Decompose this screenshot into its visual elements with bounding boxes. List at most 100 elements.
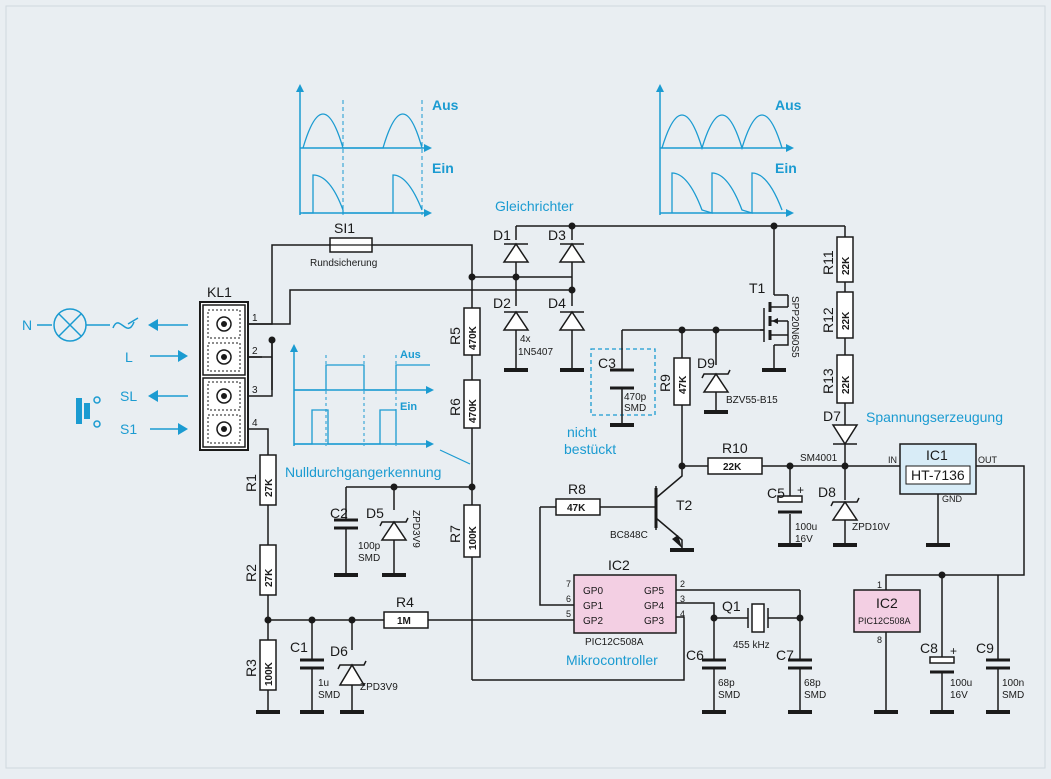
kl1-label: KL1 (207, 284, 232, 300)
d1-ref: D1 (493, 227, 511, 243)
wave-right-off-label: Aus (775, 97, 802, 113)
ic2b-pin-1: 1 (877, 580, 882, 590)
arrow-left-icon (148, 319, 158, 331)
ic1-regulator: IC1 HT-7136 IN OUT GND (888, 443, 998, 504)
si1-desc: Rundsicherung (310, 258, 377, 269)
c5-value2: 16V (795, 534, 813, 545)
kl1-pin-3: 3 (252, 385, 258, 396)
ic2-pin-gp4: GP4 (644, 601, 664, 612)
d7-ref: D7 (823, 408, 841, 424)
ic1-part: HT-7136 (911, 467, 965, 483)
terminal-screw-1 (207, 309, 241, 339)
c8-value2: 16V (950, 690, 968, 701)
d6-value: ZPD3V9 (360, 682, 398, 693)
r4-value: 1M (397, 616, 411, 627)
ic2b-part: PIC12C508A (858, 616, 911, 626)
t2-value: BC848C (610, 530, 648, 541)
ic2-pin-gp5: GP5 (644, 586, 664, 597)
resistor-r2: 27K R2 (243, 544, 277, 596)
kl1-pin-1: 1 (252, 313, 258, 324)
r1-ref: R1 (243, 474, 259, 492)
terminal-kl1: KL1 1 2 3 4 (199, 284, 258, 451)
resistor-r12: 22K R12 (820, 291, 854, 339)
d8-value: ZPD10V (852, 522, 890, 533)
ic2-pin-num-7: 7 (566, 579, 571, 589)
diode-d7: D7 SM4001 (800, 408, 859, 464)
ic2-part: PIC12C508A (585, 637, 644, 648)
q1-ref: Q1 (722, 598, 741, 614)
r9-ref: R9 (657, 374, 673, 392)
ic2-pin-num-5: 5 (566, 609, 571, 619)
resistor-r10: 22K R10 (707, 440, 763, 475)
c1-value2: SMD (318, 690, 340, 701)
r1-value: 27K (264, 478, 275, 497)
si1-ref: SI1 (334, 220, 355, 236)
not-fitted-label-1: nicht (567, 424, 597, 440)
ic2-pin-gp3: GP3 (644, 616, 664, 627)
label-n: N (22, 317, 32, 333)
capacitor-c2: C2 100p SMD (330, 505, 381, 564)
waveform-right: Aus Ein (656, 84, 802, 217)
diode-d1: D1 (493, 227, 530, 263)
ic2-supply-block: IC2 PIC12C508A 1 8 (853, 580, 921, 645)
section-rectifier-label: Gleichrichter (495, 198, 574, 214)
ic2-pin-num-3: 3 (680, 594, 685, 604)
c1-ref: C1 (290, 639, 308, 655)
c9-ref: C9 (976, 640, 994, 656)
resistor-r3: 100K R3 (243, 639, 277, 691)
zener-d6: D6 ZPD3V9 (330, 643, 398, 693)
lamp-icon (53, 308, 87, 342)
r10-ref: R10 (722, 440, 748, 456)
capacitor-c6: C6 68p SMD (686, 647, 740, 701)
label-s1: S1 (120, 421, 137, 437)
ic2b-pin-8: 8 (877, 635, 882, 645)
t2-ref: T2 (676, 497, 693, 513)
fuse-si1: SI1 Rundsicherung (310, 220, 377, 269)
resistor-r1: 27K R1 (243, 454, 277, 506)
arrow-right-icon (178, 350, 188, 362)
section-power-supply-label: Spannungserzeugung (866, 409, 1003, 425)
t1-ref: T1 (749, 280, 766, 296)
r13-value: 22K (841, 375, 852, 394)
r9-value: 47K (678, 375, 689, 394)
d2-ref: D2 (493, 295, 511, 311)
diode-d3: D3 (548, 227, 586, 263)
capacitor-c7: C7 68p SMD (776, 647, 826, 701)
r3-ref: R3 (243, 659, 259, 677)
capacitor-c5: + C5 100u 16V (767, 483, 817, 545)
diode-value-2: 1N5407 (518, 347, 553, 358)
svg-text:+: + (797, 483, 804, 497)
d5-ref: D5 (366, 505, 384, 521)
junction-dots (264, 222, 946, 624)
ic1-pin-in: IN (888, 455, 897, 465)
pushbutton-icon (76, 396, 101, 428)
capacitor-c3: C3 470p SMD (598, 355, 647, 414)
kl1-pin-2: 2 (252, 346, 258, 357)
r8-value: 47K (567, 503, 586, 514)
ic2b-ref: IC2 (876, 595, 898, 611)
d6-ref: D6 (330, 643, 348, 659)
c3-ref: C3 (598, 355, 616, 371)
c6-value1: 68p (718, 678, 735, 689)
c6-ref: C6 (686, 647, 704, 663)
zener-d5: D5 ZPD3V9 (366, 505, 421, 548)
ic1-ref: IC1 (926, 447, 948, 463)
r7-ref: R7 (447, 525, 463, 543)
r6-ref: R6 (447, 398, 463, 416)
ic1-pin-gnd: GND (942, 494, 963, 504)
r3-value: 100K (264, 661, 275, 686)
ic2-pin-num-4: 4 (680, 609, 685, 619)
r8-ref: R8 (568, 481, 586, 497)
resistor-r11: 22K R11 (820, 236, 854, 283)
label-l: L (125, 349, 133, 365)
wave-right-on-label: Ein (775, 160, 797, 176)
ic2-pin-gp2: GP2 (583, 616, 603, 627)
r7-value: 100K (468, 525, 479, 550)
wires (248, 225, 1025, 712)
ic2-pin-num-6: 6 (566, 594, 571, 604)
ic2-pin-gp1: GP1 (583, 601, 603, 612)
svg-text:+: + (950, 644, 957, 658)
ic2-pin-num-2: 2 (680, 579, 685, 589)
c5-value1: 100u (795, 522, 817, 533)
